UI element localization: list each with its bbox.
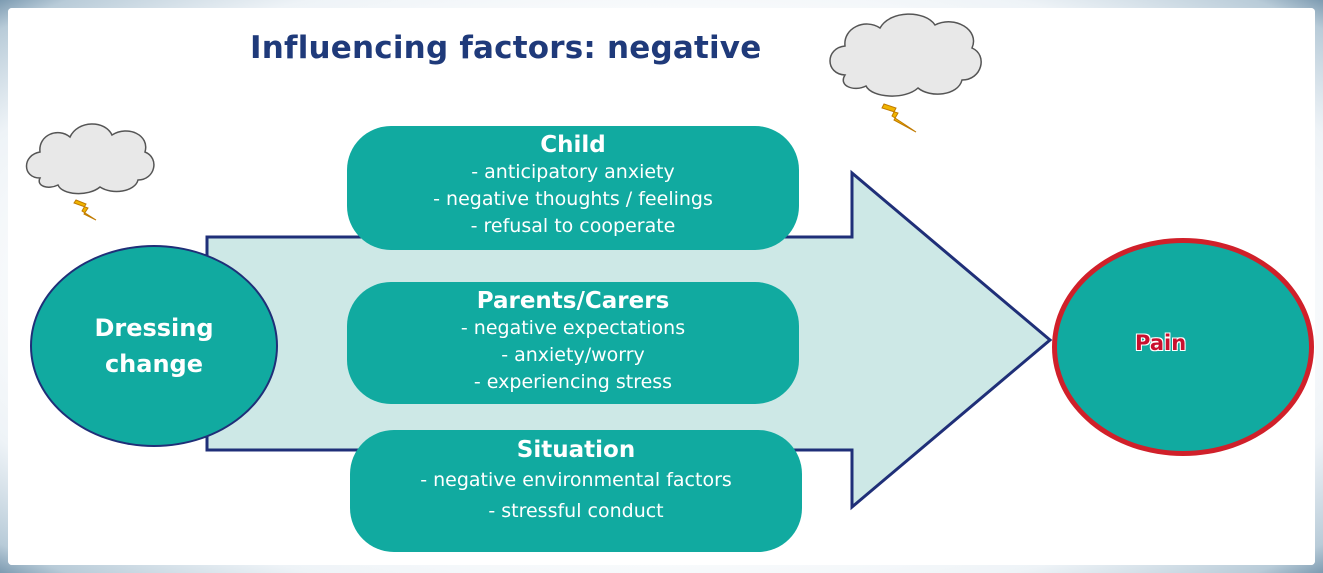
- factor-box-child: Child - anticipatory anxiety - negative …: [347, 126, 799, 250]
- factor-heading: Child: [540, 132, 606, 158]
- lightning-icon: [73, 199, 97, 221]
- factor-item: - stressful conduct: [488, 500, 664, 522]
- factor-item: - refusal to cooperate: [470, 215, 676, 237]
- factor-item: - anxiety/worry: [501, 344, 645, 366]
- factor-box-parents: Parents/Carers - negative expectations -…: [347, 282, 799, 404]
- start-label-line2: change: [104, 350, 204, 378]
- factor-item: - negative thoughts / feelings: [433, 188, 713, 210]
- storm-cloud-icon: [25, 123, 155, 195]
- factor-item: - negative environmental factors: [420, 469, 732, 491]
- factor-heading: Parents/Carers: [476, 288, 670, 314]
- page-title: Influencing factors: negative: [250, 30, 762, 66]
- storm-cloud-icon: [829, 13, 982, 97]
- pain-label: Pain: [1135, 331, 1187, 355]
- start-label-line1: Dressing: [94, 314, 214, 342]
- factor-item: - experiencing stress: [473, 371, 673, 393]
- factor-item: - negative expectations: [460, 317, 686, 339]
- pain-circle: [1052, 238, 1314, 456]
- factor-item: - anticipatory anxiety: [471, 161, 675, 183]
- dressing-change-circle: Dressing change: [30, 245, 278, 447]
- factor-heading: Situation: [516, 437, 636, 463]
- lightning-icon: [881, 103, 917, 133]
- factor-box-situation: Situation - negative environmental facto…: [350, 430, 802, 552]
